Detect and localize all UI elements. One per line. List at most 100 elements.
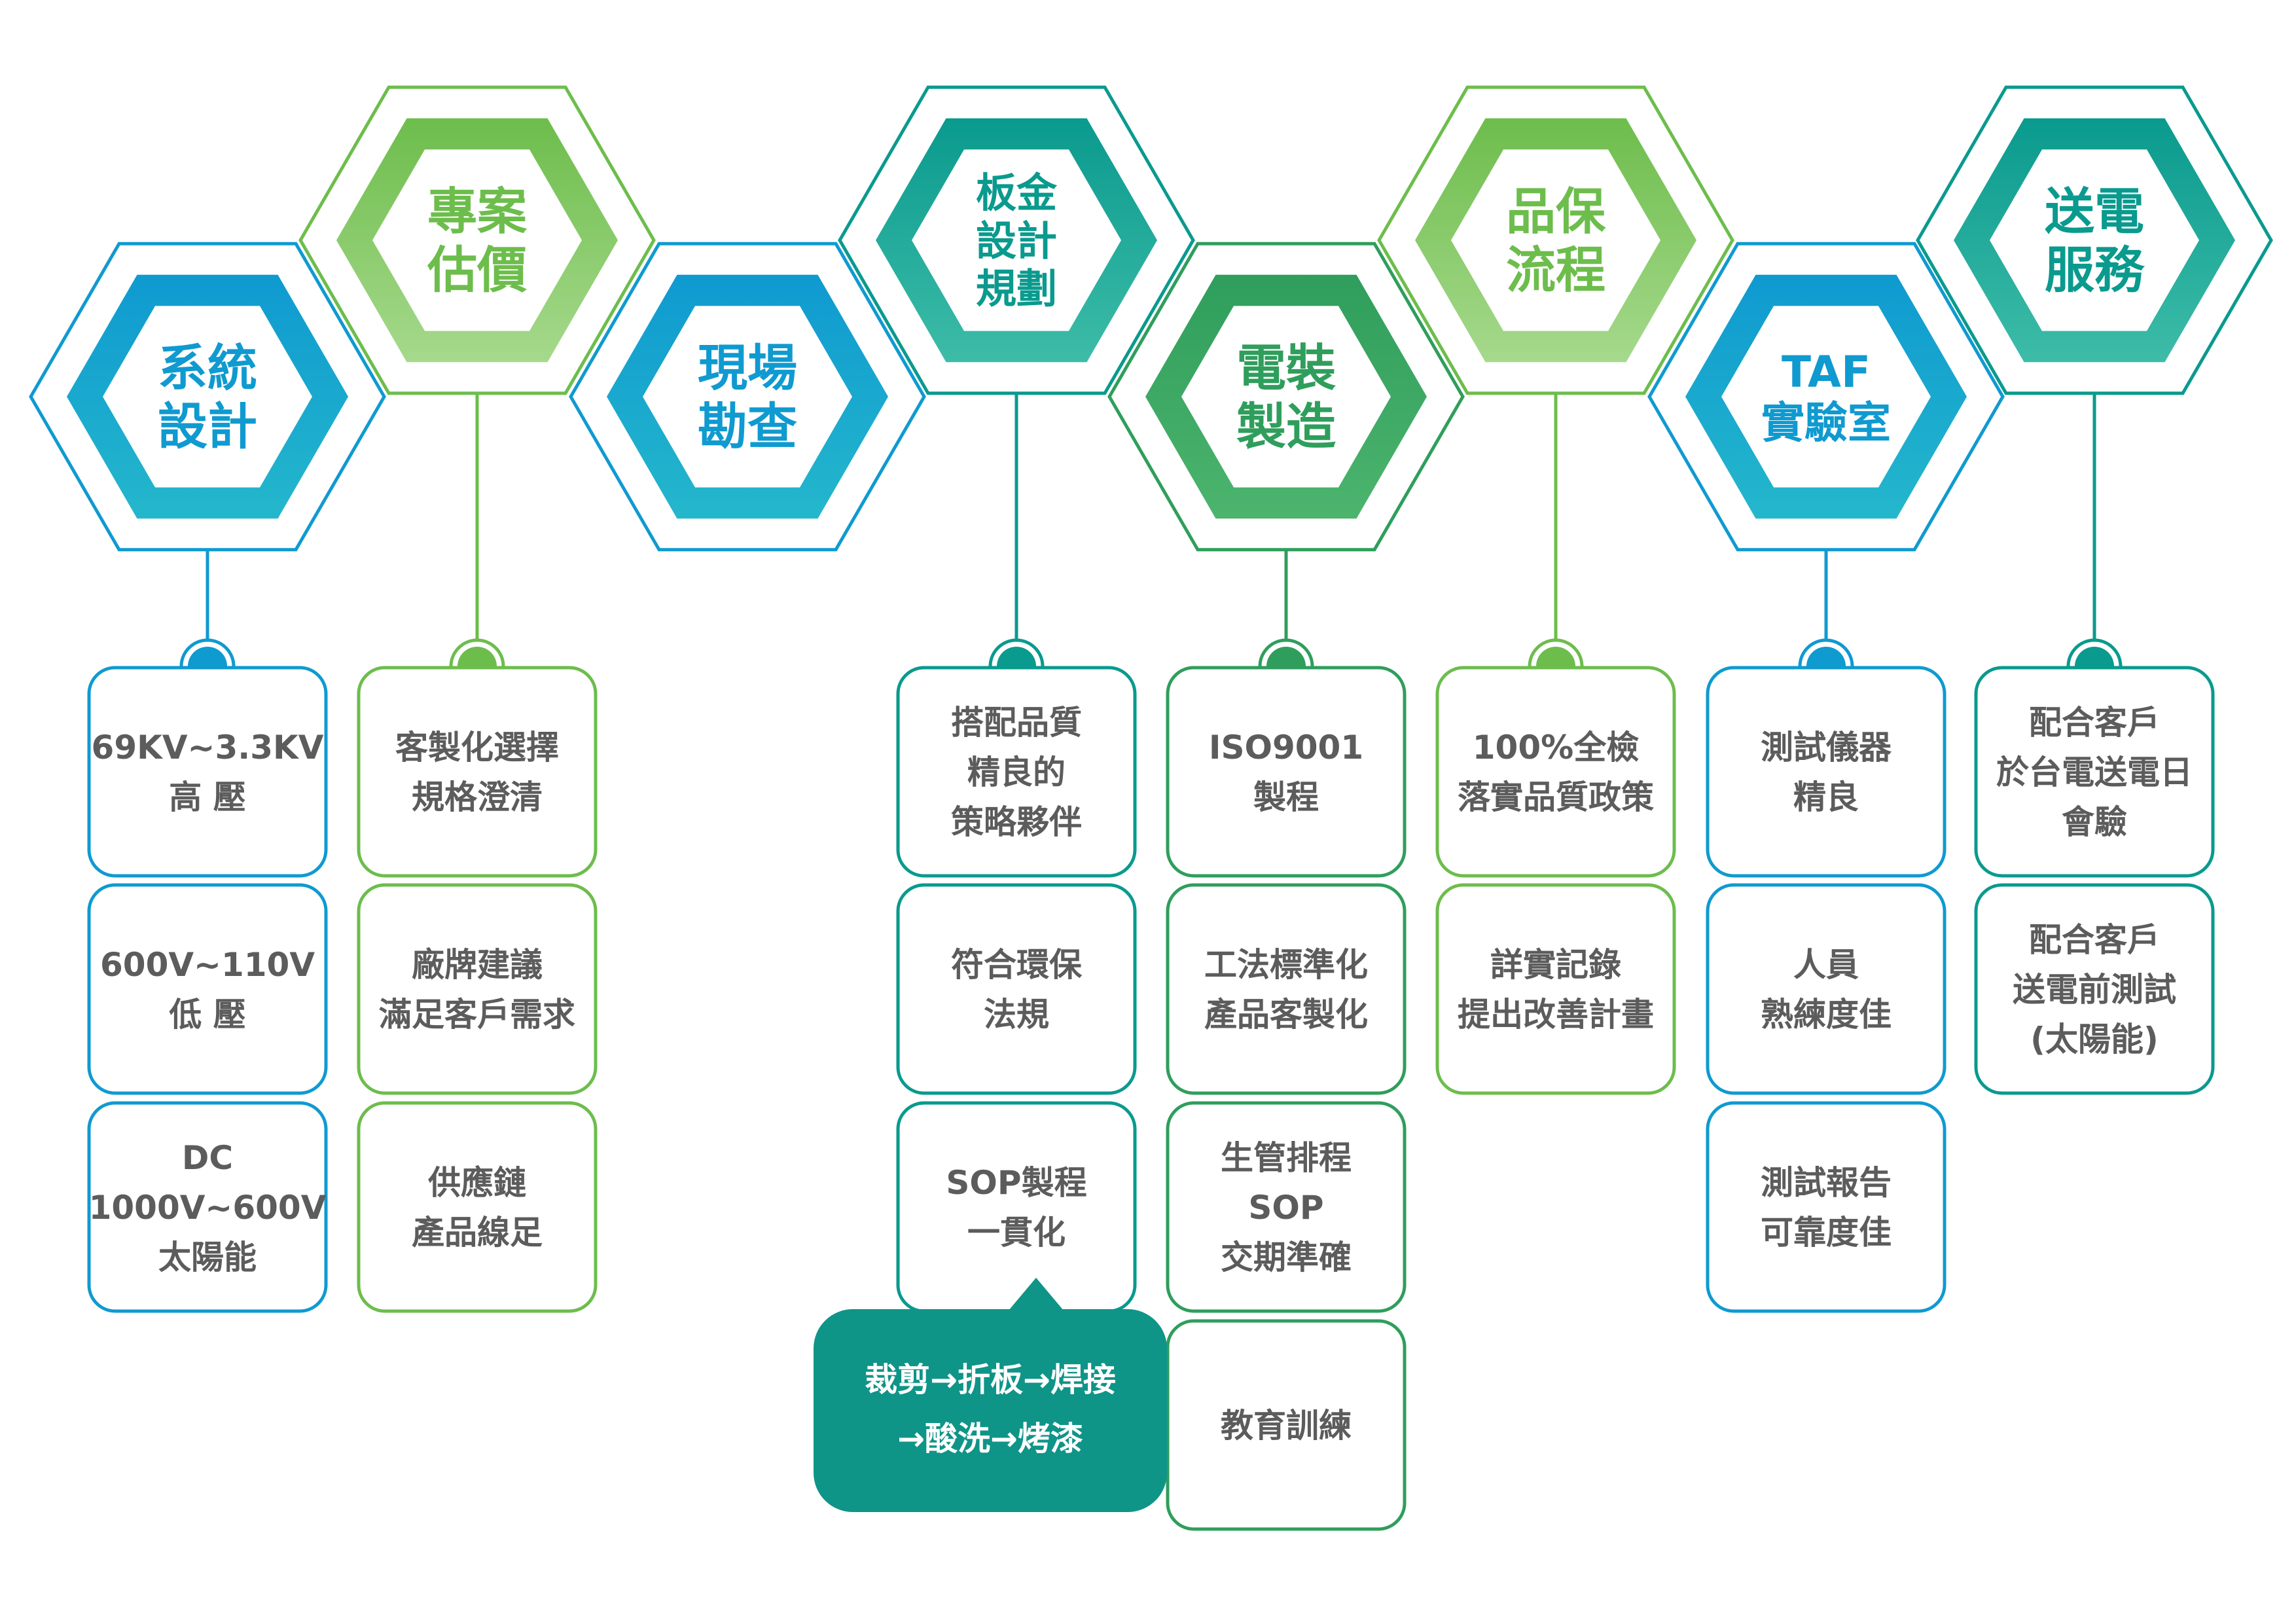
hexagon-title: 設計 xyxy=(976,217,1057,264)
hexagon-title: 品保 xyxy=(1506,183,1606,241)
detail-box-text: 熟練度佳 xyxy=(1761,996,1892,1034)
hexagon-title: TAF xyxy=(1782,347,1871,397)
detail-box-text: 精良的 xyxy=(967,753,1066,791)
hexagon-title: 勘查 xyxy=(698,397,797,456)
bubble-text: 裁剪→折板→焊接 xyxy=(865,1361,1116,1399)
detail-box-text: 69KV~3.3KV xyxy=(92,729,324,767)
detail-box-text: 符合環保 xyxy=(951,946,1083,984)
hexagon-title: 服務 xyxy=(2045,241,2145,299)
detail-box-frame xyxy=(896,1101,1137,1313)
detail-box-text: 1000V~600V xyxy=(89,1189,327,1227)
detail-box-frame xyxy=(87,666,328,878)
process-bubble-shape: 裁剪→折板→焊接→酸洗→烤漆 xyxy=(814,1278,1167,1512)
detail-box-frame xyxy=(87,1101,328,1313)
hexagon-title: 專案 xyxy=(427,183,528,241)
detail-box-text: 廠牌建議 xyxy=(412,946,543,984)
detail-box-text: 送電前測試 xyxy=(2013,971,2176,1009)
detail-box-text: 規格澄清 xyxy=(412,778,543,816)
detail-box: 教育訓練 xyxy=(1166,1319,1407,1531)
hexagon-title: 板金 xyxy=(976,169,1058,217)
hexagon-inner xyxy=(372,149,582,331)
detail-box-text: SOP製程 xyxy=(946,1164,1086,1202)
detail-box-text: 配合客戶 xyxy=(2029,704,2160,742)
detail-box-frame xyxy=(1435,666,1676,878)
process-bubble: 裁剪→折板→焊接→酸洗→烤漆 xyxy=(814,1278,1167,1512)
hexagon-title: 製造 xyxy=(1236,397,1336,456)
detail-box-text: 工法標準化 xyxy=(1204,946,1368,984)
detail-box: DC 1000V~600V 太陽能 xyxy=(87,1101,328,1313)
hexagon-inner xyxy=(1990,149,2199,331)
detail-box-frame xyxy=(1166,883,1407,1095)
hexagon-title: 系統 xyxy=(158,339,257,397)
detail-box-text: 會驗 xyxy=(2062,803,2127,841)
detail-box-text: 太陽能 xyxy=(158,1238,257,1276)
detail-box-text: 低 壓 xyxy=(169,996,245,1034)
detail-boxes: 69KV~3.3KV 高 壓 600V~110V 低 壓 DC 1000V~600V 太陽能… xyxy=(87,666,2215,1531)
hexagon-title: 估價 xyxy=(427,241,527,299)
detail-box-text: 生管排程 xyxy=(1221,1139,1352,1177)
hexagon-title: 送電 xyxy=(2045,183,2144,241)
hexagon-inner xyxy=(1181,306,1391,488)
detail-box-text: 詳實記錄 xyxy=(1490,946,1621,984)
detail-box-text: 搭配品質 xyxy=(951,704,1082,742)
detail-box-text: 測試儀器 xyxy=(1761,729,1892,767)
hexagon-title: 規劃 xyxy=(976,264,1057,312)
detail-box-text: 精良 xyxy=(1793,778,1859,816)
bubble-body xyxy=(814,1309,1167,1512)
hexagon-title: 流程 xyxy=(1506,241,1605,299)
hexagon-inner xyxy=(912,149,1121,331)
hexagon-title: 電裝 xyxy=(1236,339,1336,397)
detail-box-text: DC xyxy=(182,1139,233,1177)
detail-box-frame xyxy=(1706,666,1946,878)
hexagon-title: 現場 xyxy=(698,339,797,397)
detail-box-text: ISO9001 xyxy=(1209,729,1363,767)
detail-box-frame xyxy=(896,883,1137,1095)
detail-box-frame xyxy=(357,666,598,878)
detail-box-text: 落實品質政策 xyxy=(1458,778,1654,816)
detail-box-text: (太陽能) xyxy=(2030,1020,2159,1058)
detail-box-text: 600V~110V xyxy=(100,946,315,984)
detail-box-frame xyxy=(87,883,328,1095)
detail-box-frame xyxy=(1974,666,2215,878)
detail-box-text: 供應鏈 xyxy=(428,1164,526,1202)
detail-box-frame xyxy=(896,666,1137,878)
detail-box-frame xyxy=(357,1101,598,1313)
detail-box-text: 可靠度佳 xyxy=(1761,1214,1892,1252)
hexagon-inner xyxy=(643,306,852,488)
detail-box-frame xyxy=(1166,1319,1407,1531)
detail-box-text: 產品線足 xyxy=(412,1214,543,1252)
detail-box-text: 於台電送電日 xyxy=(1996,753,2193,791)
detail-box-text: 滿足客戶需求 xyxy=(379,996,575,1034)
detail-box-text: 高 壓 xyxy=(169,778,245,816)
detail-box-text: 交期準確 xyxy=(1221,1238,1352,1276)
hexagon-inner xyxy=(103,306,312,488)
hexagon-title: 實驗室 xyxy=(1761,398,1891,448)
detail-box-text: 測試報告 xyxy=(1761,1164,1892,1202)
detail-box-frame xyxy=(1706,1101,1946,1313)
detail-box-text: 教育訓練 xyxy=(1221,1407,1352,1445)
detail-box-frame xyxy=(1166,1101,1407,1313)
detail-box-frame xyxy=(1166,666,1407,878)
detail-box-frame xyxy=(1706,883,1946,1095)
bubble-pointer xyxy=(1009,1278,1064,1310)
